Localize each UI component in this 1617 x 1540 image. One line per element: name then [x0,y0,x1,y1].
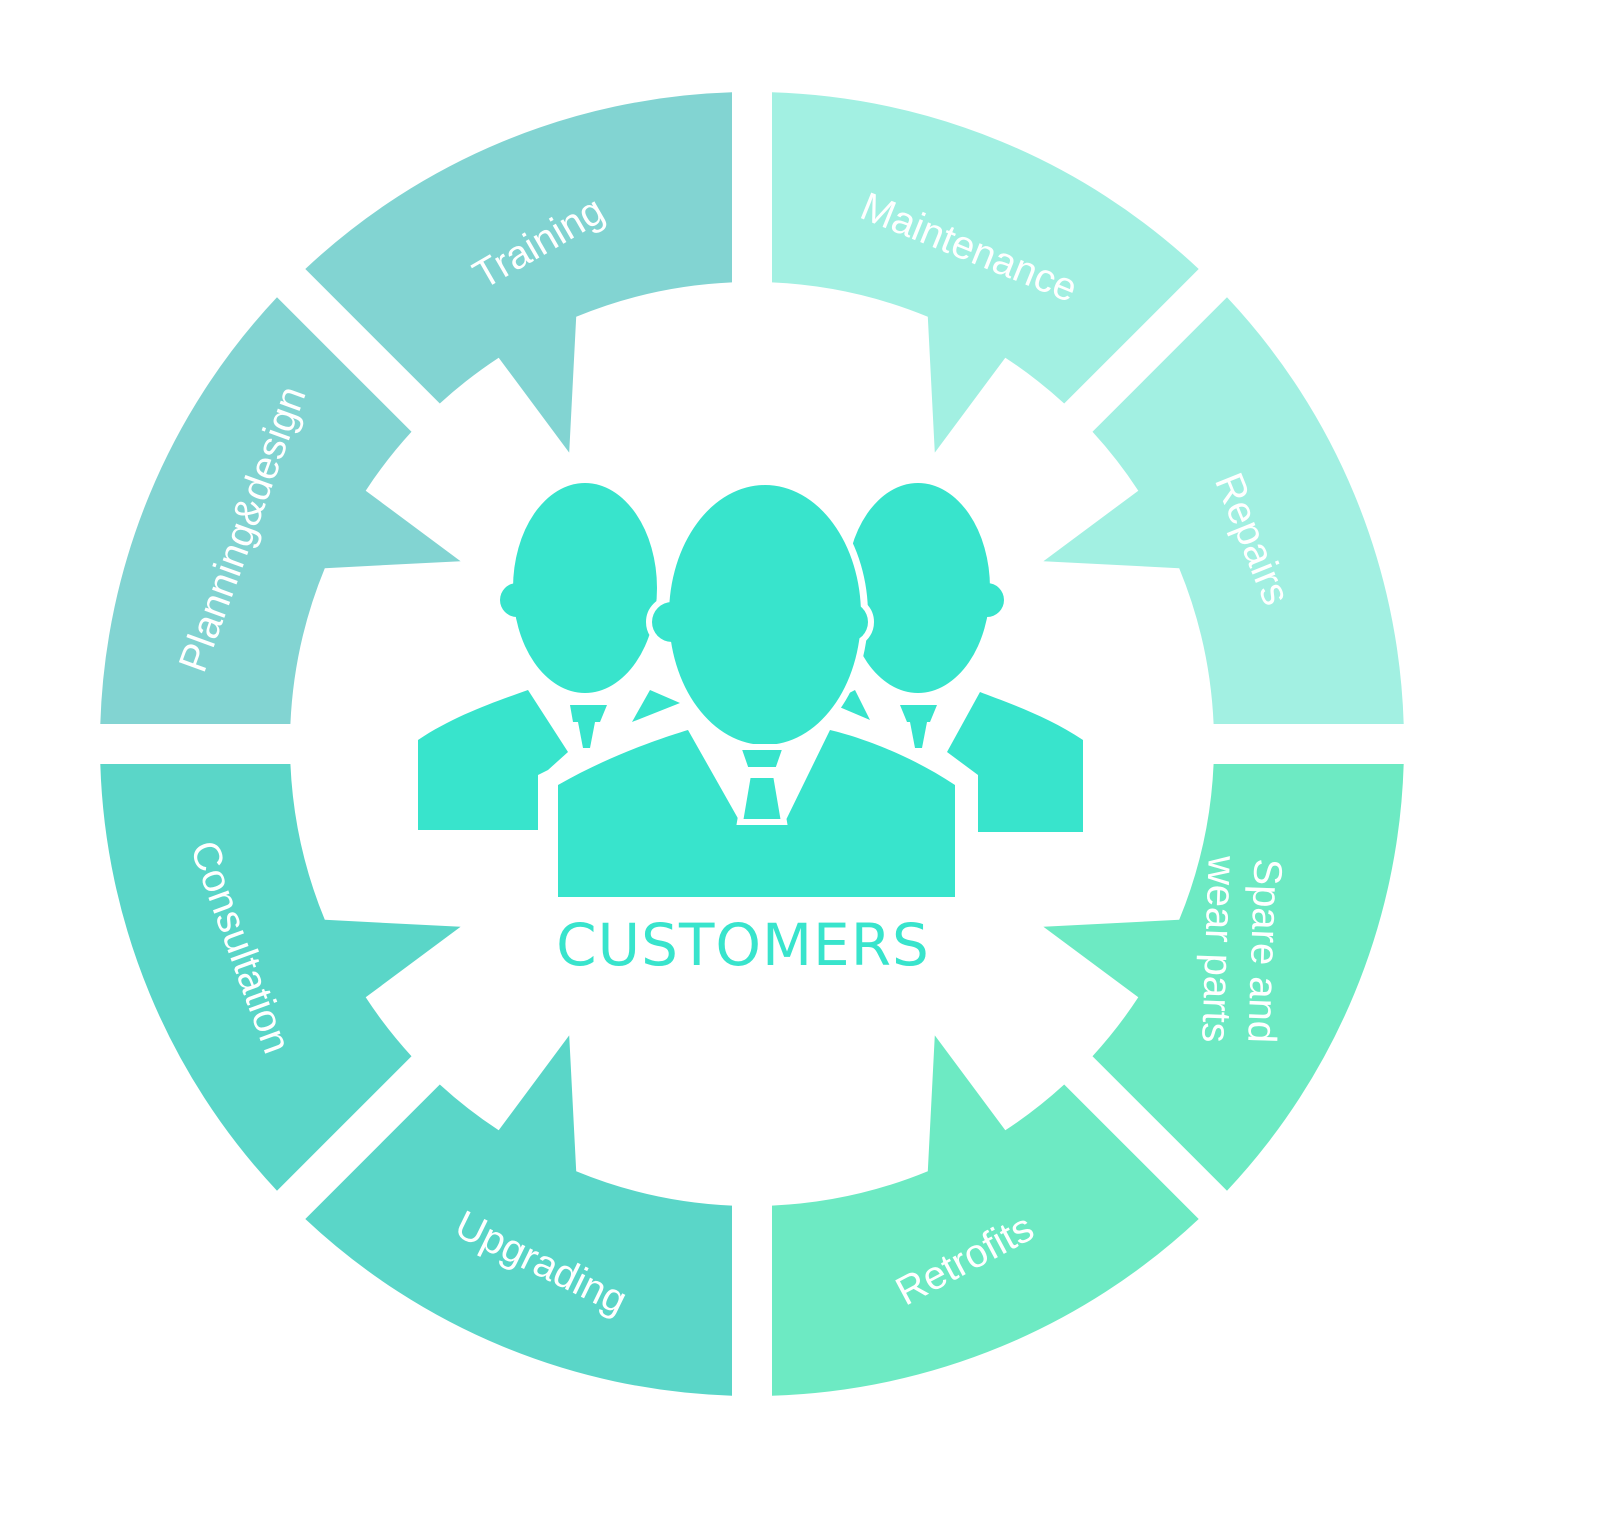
center-title: CUSTOMERS [556,911,930,979]
segment-maintenance [1043,297,1404,724]
person-center-icon [551,478,962,904]
label-spare-parts-line-1: Spare and [1239,858,1289,1044]
segment-planning-design [305,92,732,453]
label-spare-parts: Spare and wear parts [1193,854,1289,1044]
segment-consultation [100,297,461,724]
person-right-icon [830,483,1083,832]
service-ring [100,92,1404,1396]
segment-spare-parts [772,1035,1199,1396]
label-spare-parts-line-2: wear parts [1193,854,1244,1043]
segment-training [772,92,1199,453]
person-left-icon [418,483,680,830]
segment-repairs [1043,764,1404,1191]
segment-retrofits [305,1035,732,1396]
segment-upgrading [100,764,461,1191]
customers-group-icon [418,478,1083,904]
